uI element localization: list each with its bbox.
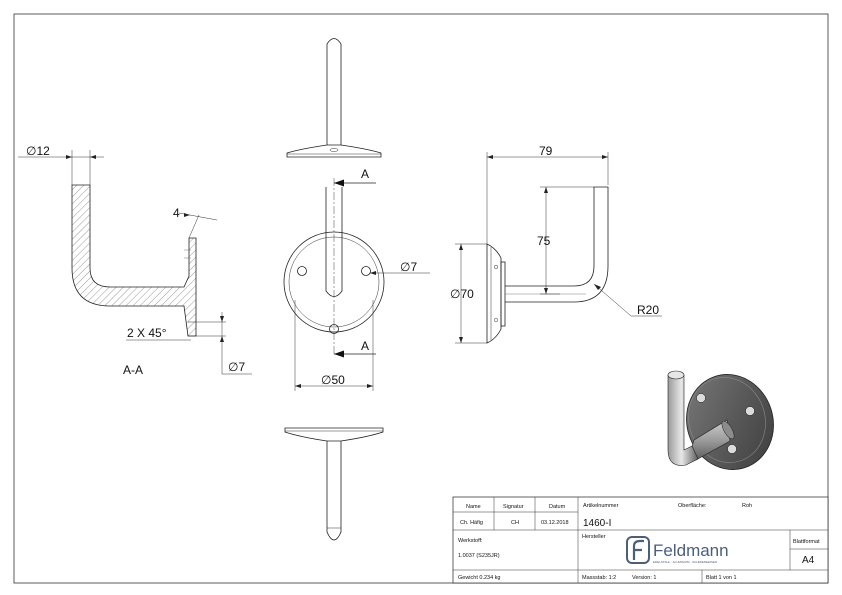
brand-logo: Feldmann EDELSTAHL · ALUMINIUM · SCHMIED… [626,536,729,564]
dim-d7-holes: ∅7 [400,260,417,274]
dim-4: 4 [173,206,180,220]
section-view-a-a: ∅12 4 2 X 45° ∅7 A-A [18,144,252,377]
tb-article-no-value: 1460-I [583,518,611,529]
tb-version: Version: 1 [632,575,656,581]
brand-logo-f [632,539,644,560]
dim-75: 75 [537,234,551,248]
tb-header-date: Datum [549,504,566,510]
section-label: A-A [123,363,143,377]
section-arrow-a-top: A [361,167,369,181]
tb-sheet-format-value: A4 [802,555,815,566]
tb-name-value: Ch. Häfig [460,520,483,526]
sheet-border [13,13,829,584]
tb-surface-value: Roh [742,503,752,509]
dim-79: 79 [539,144,553,158]
bottom-view [284,427,384,541]
isometric-3d-render [667,370,774,470]
brand-tagline: EDELSTAHL · ALUMINIUM · SCHMIEDEEISEN [653,560,717,564]
brand-logo-mark [626,536,650,564]
tb-header-name: Name [466,504,481,510]
dim-chamfer: 2 X 45° [127,326,167,340]
tb-material-value: 1.0037 (S235JR) [458,553,500,559]
section-hatched-profile [71,184,197,337]
tb-header-surface: Oberfläche: [678,503,707,509]
dim-d7-section: ∅7 [228,360,245,374]
tb-signature-value: CH [511,520,519,526]
front-view: A A ∅7 ∅50 [283,167,430,391]
tb-scale: Massstab: 1:2 [582,575,616,581]
section-arrow-a-bottom: A [361,339,369,353]
tb-manufacturer-label: Hersteller [582,534,606,540]
tb-date-value: 03.12.2018 [541,520,569,526]
dim-d70: ∅70 [450,287,474,301]
tb-material-label: Werkstoff: [458,538,483,544]
tb-sheet-number: Blatt 1 von 1 [706,575,737,581]
top-view [286,38,382,158]
title-block: Name Signatur Datum Artikelnummer Oberfl… [452,496,829,584]
tb-weight: Gewicht 0.234 kg [458,575,501,581]
tb-sheet-format-label: Blattformat [793,539,820,545]
brand-name: Feldmann [653,541,729,560]
dim-d50: ∅50 [321,373,345,387]
dim-d12: ∅12 [26,144,50,158]
tb-header-article-no: Artikelnummer [583,503,619,509]
side-view: 79 75 ∅70 R20 [450,144,662,344]
dim-r20: R20 [637,303,659,317]
tb-header-signature: Signatur [503,504,524,510]
